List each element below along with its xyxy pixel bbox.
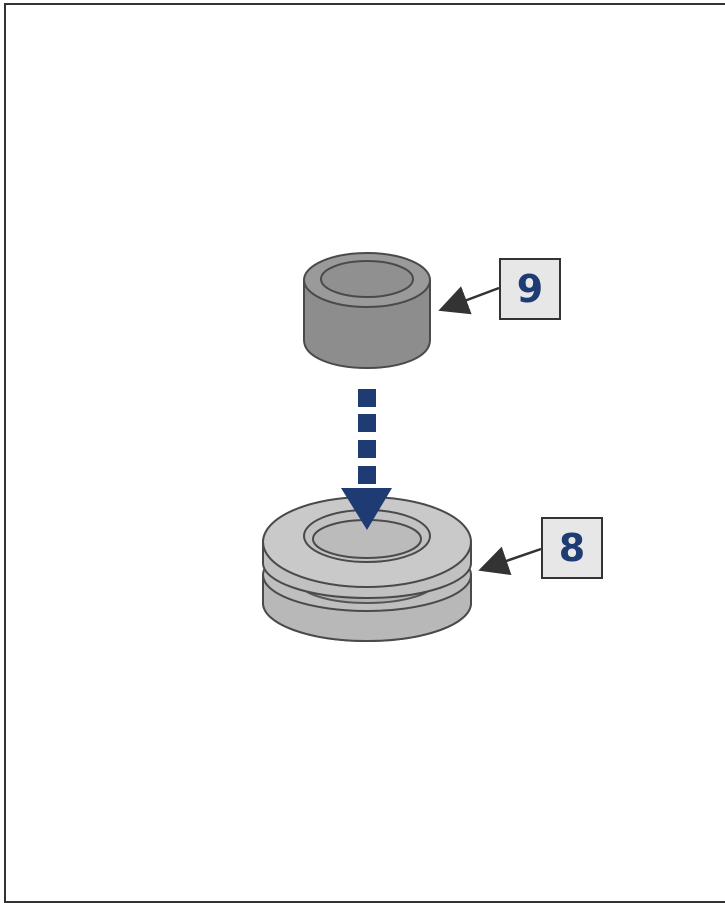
part-9-callout: 9: [499, 258, 561, 320]
down-arrow-icon: [341, 389, 392, 530]
bushing-part: [303, 252, 431, 370]
leader-arrow-icon: [478, 546, 542, 576]
part-8-callout: 8: [541, 517, 603, 579]
leader-arrow-icon: [438, 286, 500, 315]
pulley-part: [262, 496, 472, 643]
